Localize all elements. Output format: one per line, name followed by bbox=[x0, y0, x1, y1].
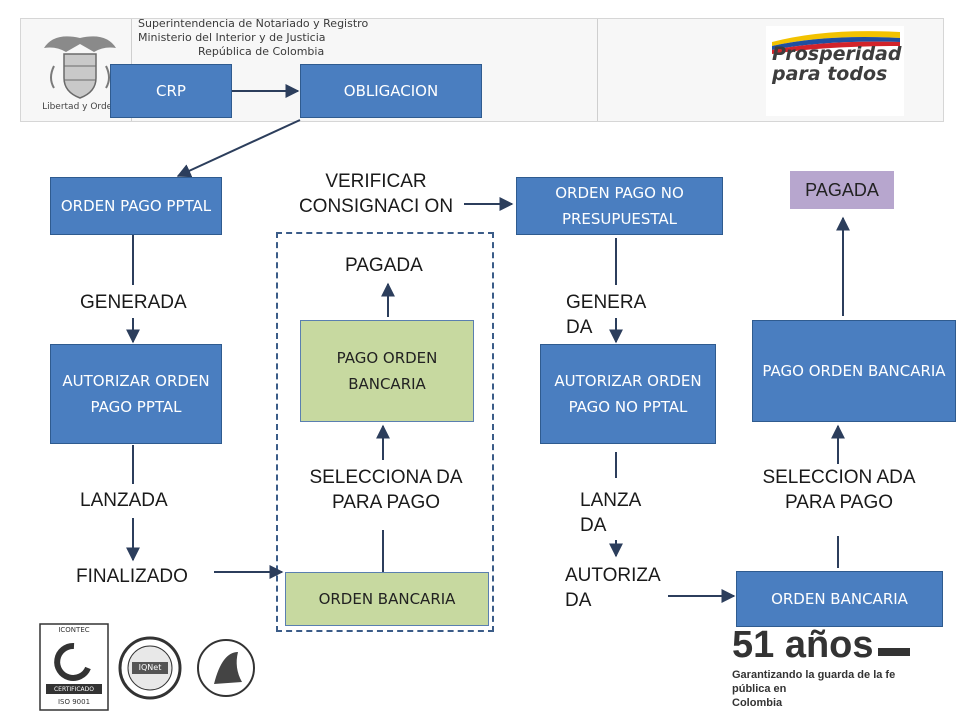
label-lanzada-2: LANZA DA bbox=[580, 490, 641, 536]
prosperidad-line-2: para todos bbox=[772, 63, 888, 85]
eagle-shield-icon bbox=[44, 36, 116, 99]
box-orden-pago-pptal: ORDEN PAGO PPTAL bbox=[50, 177, 222, 235]
prosperidad-line-1: Prosperidad bbox=[772, 43, 902, 65]
box-pago-orden-bancaria-1: PAGO ORDEN BANCARIA bbox=[300, 320, 474, 422]
anniversary-bar bbox=[878, 648, 910, 656]
box-orden-bancaria-1: ORDEN BANCARIA bbox=[285, 572, 489, 626]
label-pagada-1: PAGADA bbox=[345, 255, 423, 276]
header-entity-text: Superintendencia de Notariado y Registro… bbox=[138, 17, 438, 59]
label-autorizada: AUTORIZA DA bbox=[565, 565, 660, 611]
seal-caption: Libertad y Orden bbox=[42, 102, 118, 112]
anniversary-tagline: Garantizando la guarda de la fe pública … bbox=[732, 668, 932, 710]
cert-text-1: ICONTEC bbox=[58, 626, 90, 634]
label-verificar-consignacion: VERIFICAR CONSIGNACI ON bbox=[298, 171, 454, 217]
cert-text-3: ISO 9001 bbox=[57, 698, 91, 706]
anniversary-title: 51 años bbox=[732, 624, 874, 666]
cert-text-4: IQNet bbox=[138, 663, 162, 672]
prosperidad-logo: Prosperidad para todos bbox=[766, 26, 904, 116]
header-line-1: Superintendencia de Notariado y Registro bbox=[138, 17, 369, 30]
anniversary-line-1: Garantizando la guarda de la fe pública … bbox=[732, 669, 896, 695]
arrow-obligacion-orden-pago bbox=[176, 119, 301, 178]
label-generada: GENERADA bbox=[80, 292, 187, 313]
box-crp: CRP bbox=[110, 64, 232, 118]
label-seleccionada-2: SELECCION ADA PARA PAGO bbox=[762, 467, 916, 513]
header-divider bbox=[597, 19, 598, 121]
dashed-group-frame bbox=[276, 232, 494, 632]
label-seleccionada-1: SELECCIONA DA PARA PAGO bbox=[309, 467, 463, 513]
box-autorizar-orden-pago-no-pptal: AUTORIZAR ORDEN PAGO NO PPTAL bbox=[540, 344, 716, 444]
box-obligacion: OBLIGACION bbox=[300, 64, 482, 118]
box-orden-pago-no-presupuestal: ORDEN PAGO NO PRESUPUESTAL bbox=[516, 177, 723, 235]
certification-logos: ICONTEC CERTIFICADO ISO 9001 IQNet bbox=[38, 622, 258, 718]
label-finalizado: FINALIZADO bbox=[76, 566, 188, 587]
header-line-3: República de Colombia bbox=[198, 45, 325, 58]
cert-text-2: CERTIFICADO bbox=[53, 686, 94, 693]
label-generada-2: GENERA DA bbox=[566, 292, 646, 338]
colombia-seal-logo: Libertad y Orden bbox=[34, 26, 126, 116]
certification-seals-icon bbox=[39, 623, 255, 711]
box-pago-orden-bancaria-2: PAGO ORDEN BANCARIA bbox=[752, 320, 956, 422]
prosperidad-text: Prosperidad para todos bbox=[772, 44, 901, 84]
box-pagada-final: PAGADA bbox=[790, 171, 894, 209]
box-orden-bancaria-2: ORDEN BANCARIA bbox=[736, 571, 943, 627]
box-autorizar-orden-pago-pptal: AUTORIZAR ORDEN PAGO PPTAL bbox=[50, 344, 222, 444]
header-line-2: Ministerio del Interior y de Justicia bbox=[138, 31, 326, 44]
anniversary-line-2: Colombia bbox=[732, 697, 783, 709]
anniversary-logo: 51 años Garantizando la guarda de la fe … bbox=[732, 624, 932, 718]
tricolor-swoosh-icon bbox=[772, 31, 900, 54]
label-lanzada: LANZADA bbox=[80, 490, 168, 511]
